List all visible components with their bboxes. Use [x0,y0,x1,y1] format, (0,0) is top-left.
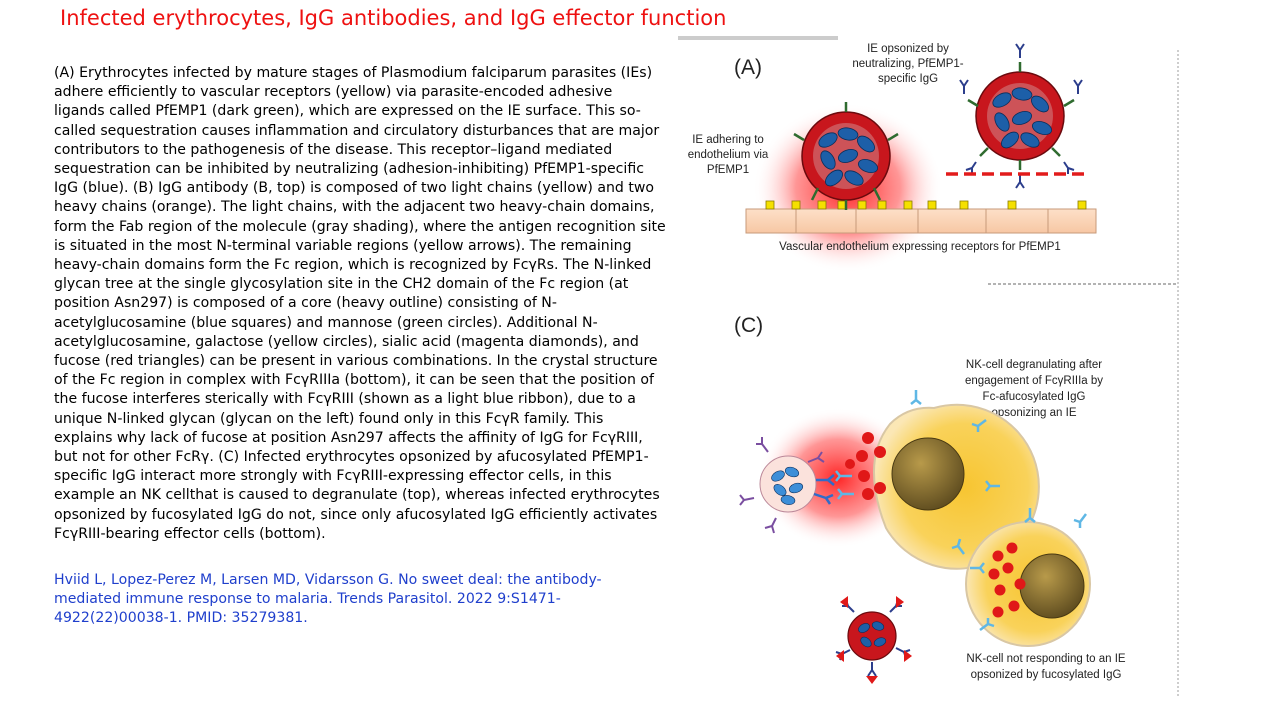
figure-caption: (A) Erythrocytes infected by mature stag… [54,64,666,544]
faint-header-strip [678,36,838,40]
svg-text:Fc-afucosylated IgG: Fc-afucosylated IgG [983,391,1086,403]
svg-text:specific IgG: specific IgG [878,73,938,85]
svg-text:opsonizing an IE: opsonizing an IE [991,407,1076,419]
svg-text:neutralizing, PfEMP1-: neutralizing, PfEMP1- [852,58,963,70]
svg-text:NK-cell degranulating after: NK-cell degranulating after [966,359,1102,371]
svg-text:IE adhering to: IE adhering to [692,134,764,146]
opsonized-ie-fucosylated [835,596,912,684]
svg-text:PfEMP1: PfEMP1 [707,164,749,176]
fc-gamma-receptors-bottom [970,508,1087,631]
svg-text:NK-cell not responding to an I: NK-cell not responding to an IE [966,653,1126,665]
caption-text: (A) Erythrocytes infected by mature stag… [54,65,666,542]
pfemp1-receptors [765,200,1087,210]
a-opsonized-label: IE opsonized by neutralizing, PfEMP1- sp… [852,43,963,85]
vascular-endothelium [745,208,1097,234]
slide-title: Infected erythrocytes, IgG antibodies, a… [60,6,727,30]
c-degranulating-label: NK-cell degranulating after engagement o… [965,359,1103,419]
endothelium-caption: Vascular endothelium expressing receptor… [779,241,1061,253]
panel-c-label: (C) [734,314,763,337]
a-adhering-label: IE adhering to endothelium via PfEMP1 [688,134,769,176]
citation: Hviid L, Lopez-Perez M, Larsen MD, Vidar… [54,572,602,627]
nk-cell-not-responding [965,521,1091,647]
svg-text:IE opsonized by: IE opsonized by [867,43,949,55]
fc-gamma-receptors-top [835,390,1000,555]
opsonized-ie-afucosylated [739,437,835,534]
opsonized-infected-erythrocyte [959,43,1083,189]
svg-text:opsonized by fucosylated IgG: opsonized by fucosylated IgG [971,669,1122,681]
nk-cell-degranulating [845,403,1040,570]
figure-svg: (A) IE opsonized by neutralizing, PfEMP1… [678,36,1179,698]
c-not-responding-label: NK-cell not responding to an IE opsonize… [966,653,1126,681]
svg-text:endothelium via: endothelium via [688,149,769,161]
figure-illustration: (A) IE opsonized by neutralizing, PfEMP1… [668,28,1188,708]
adherent-infected-erythrocyte [793,102,899,210]
panel-a-label: (A) [734,56,762,79]
svg-text:engagement of FcγRIIIa by: engagement of FcγRIIIa by [965,375,1103,387]
